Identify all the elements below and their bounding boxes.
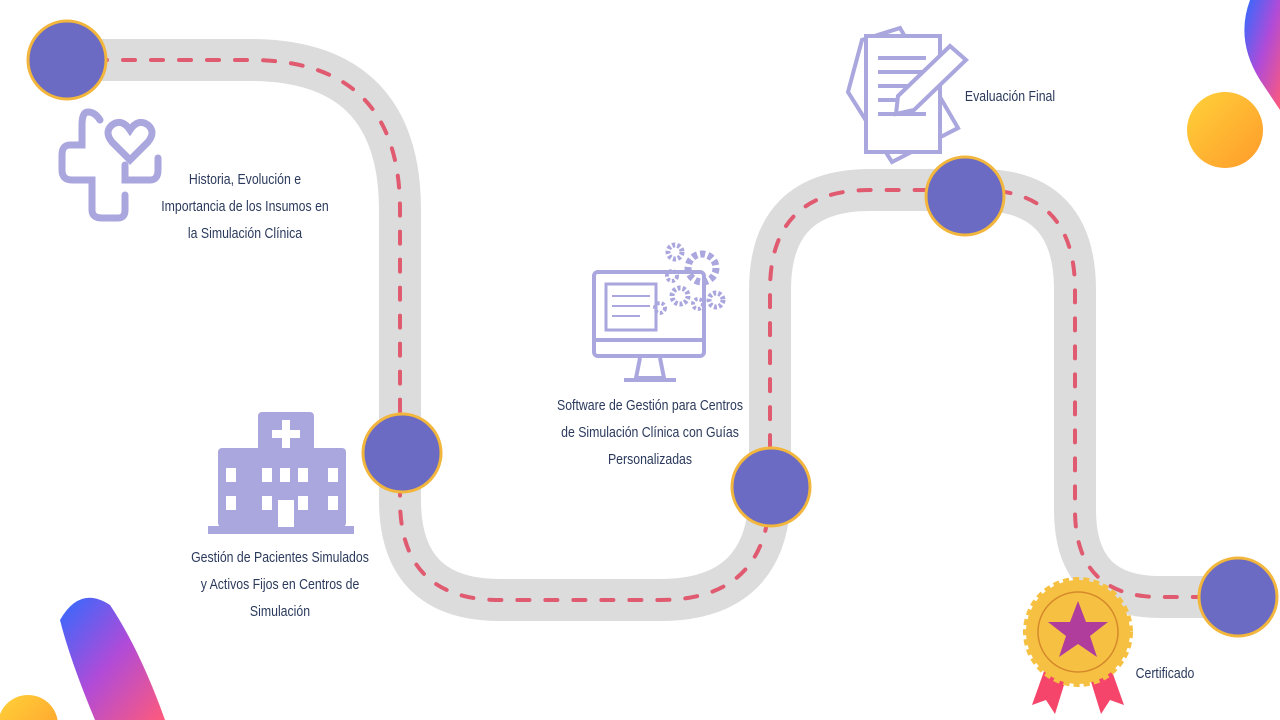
medical-cross-heart-icon (58, 108, 162, 222)
step-4-label: Evaluación Final (964, 88, 1056, 105)
step-5-label: Certificado (1135, 665, 1195, 682)
computer-gears-icon (592, 242, 726, 382)
milestone-1 (26, 19, 108, 101)
milestone-2 (361, 412, 443, 494)
milestone-3 (730, 446, 812, 528)
step-3-label: Software de Gestión para Centros de Simu… (557, 397, 743, 468)
milestone-5 (1197, 556, 1279, 638)
milestone-4 (924, 155, 1006, 237)
award-badge-icon (1023, 577, 1133, 714)
hospital-icon (208, 412, 354, 534)
step-1-label: Historia, Evolución e Importancia de los… (161, 171, 329, 242)
decorative-blob-bottom-left (0, 597, 165, 720)
step-2-label: Gestión de Pacientes Simulados y Activos… (191, 549, 369, 620)
document-pencil-icon (845, 25, 969, 165)
decorative-blob-top-right (1187, 0, 1280, 168)
